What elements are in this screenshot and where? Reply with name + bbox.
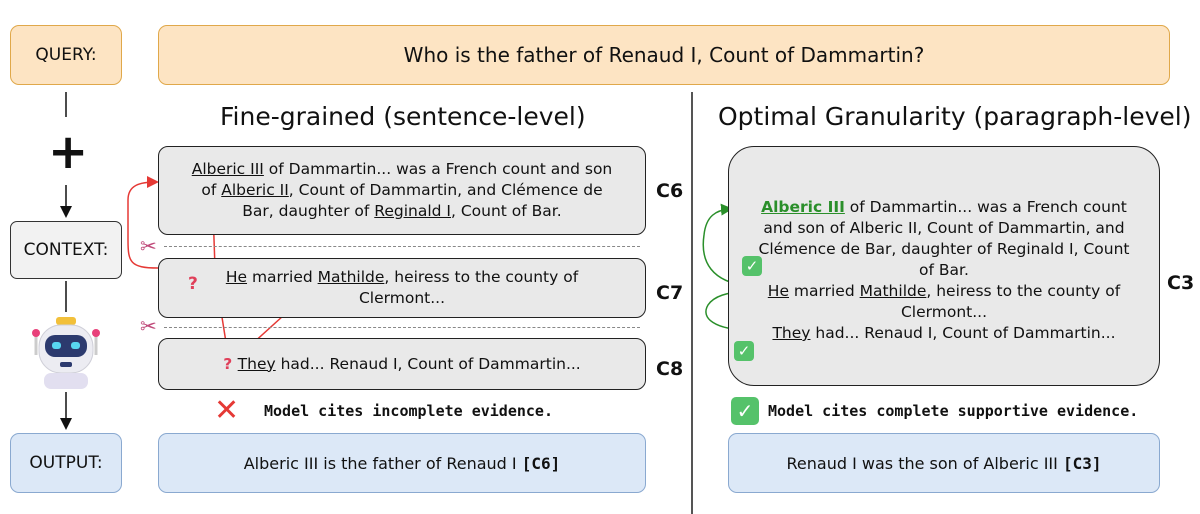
output-label-box: OUTPUT: xyxy=(10,433,122,493)
plus-sign: + xyxy=(48,124,89,180)
c8-text: had... Renaud I, Count of Dammartin... xyxy=(275,354,581,373)
chunk-id-c3: C3 xyxy=(1167,272,1195,294)
chunk-c3: Alberic III of Dammartin... was a French… xyxy=(728,146,1160,386)
c7-word-mathilde: Mathilde xyxy=(317,268,385,286)
c7-text: , heiress to the county of xyxy=(384,268,579,286)
split-line xyxy=(164,246,640,247)
c3-word-they: They xyxy=(772,324,811,342)
fine-output-citation: [C6] xyxy=(521,453,561,473)
query-text: Who is the father of Renaud I, Count of … xyxy=(403,43,925,67)
c6-text: , Count of Bar. xyxy=(451,202,562,220)
split-line xyxy=(164,327,640,328)
fine-output-box: Alberic III is the father of Renaud I [C… xyxy=(158,433,646,493)
chunk-c8: ? They had... Renaud I, Count of Dammart… xyxy=(158,338,646,390)
fine-grained-heading: Fine-grained (sentence-level) xyxy=(220,102,586,131)
check-icon: ✓ xyxy=(734,341,754,361)
chunk-id-c7: C7 xyxy=(656,282,684,304)
c3-text: married xyxy=(789,282,860,300)
check-icon: ✓ xyxy=(742,256,762,276)
chunk-c6: Alberic III of Dammartin... was a French… xyxy=(158,146,646,235)
c6-word-alberic-iii: Alberic III xyxy=(191,160,264,178)
c6-text: of xyxy=(201,181,222,199)
c3-text: Clémence de Bar, daughter of Reginald I,… xyxy=(758,240,1130,258)
query-label: QUERY: xyxy=(35,45,97,65)
optimal-output-citation: [C3] xyxy=(1062,453,1102,473)
fine-output-text: Alberic III is the father of Renaud I xyxy=(243,453,522,473)
robot-icon xyxy=(32,317,100,389)
chunk-c7: He married Mathilde, heiress to the coun… xyxy=(158,258,646,318)
c3-word-he: He xyxy=(767,282,789,300)
chunk-id-c6: C6 xyxy=(656,180,684,202)
c8-word-they: They xyxy=(237,354,276,373)
c7-text: Clermont... xyxy=(358,289,446,307)
c6-word-reginald: Reginald I xyxy=(374,202,451,220)
question-icon: ? xyxy=(188,274,198,294)
fine-verdict: Model cites incomplete evidence. xyxy=(264,402,553,420)
chunk-id-c8: C8 xyxy=(656,358,684,380)
scissors-icon: ✂ xyxy=(140,314,157,338)
context-label: CONTEXT: xyxy=(23,240,109,260)
c3-text: of Bar. xyxy=(919,261,969,279)
query-box: Who is the father of Renaud I, Count of … xyxy=(158,25,1170,85)
question-icon: ? xyxy=(223,354,238,373)
c6-text: Bar, daughter of xyxy=(242,202,375,220)
check-icon: ✓ xyxy=(731,397,759,425)
c3-word-alberic-iii: Alberic III xyxy=(761,198,845,216)
c7-text: married xyxy=(247,268,318,286)
c6-text: of Dammartin... was a French count and s… xyxy=(263,160,613,178)
c3-text: Clermont... xyxy=(900,303,987,321)
c6-text: , Count of Dammartin, and Clémence de xyxy=(288,181,603,199)
c6-word-alberic-ii: Alberic II xyxy=(221,181,289,199)
c3-word-mathilde: Mathilde xyxy=(859,282,927,300)
optimal-granularity-heading: Optimal Granularity (paragraph-level) xyxy=(718,102,1192,131)
c7-word-he: He xyxy=(225,268,248,286)
c3-text: of Dammartin... was a French count xyxy=(844,198,1127,216)
c3-text: , heiress to the county of xyxy=(926,282,1121,300)
optimal-output-box: Renaud I was the son of Alberic III [C3] xyxy=(728,433,1160,493)
query-label-box: QUERY: xyxy=(10,25,122,85)
optimal-verdict: Model cites complete supportive evidence… xyxy=(768,402,1139,420)
optimal-output-text: Renaud I was the son of Alberic III xyxy=(786,453,1063,473)
scissors-icon: ✂ xyxy=(140,234,157,258)
cross-icon: ✕ xyxy=(214,393,240,428)
c3-text: and son of Alberic II, Count of Dammarti… xyxy=(763,219,1125,237)
output-label: OUTPUT: xyxy=(29,453,103,473)
c3-text: had... Renaud I, Count of Dammartin... xyxy=(810,324,1116,342)
context-label-box: CONTEXT: xyxy=(10,221,122,279)
